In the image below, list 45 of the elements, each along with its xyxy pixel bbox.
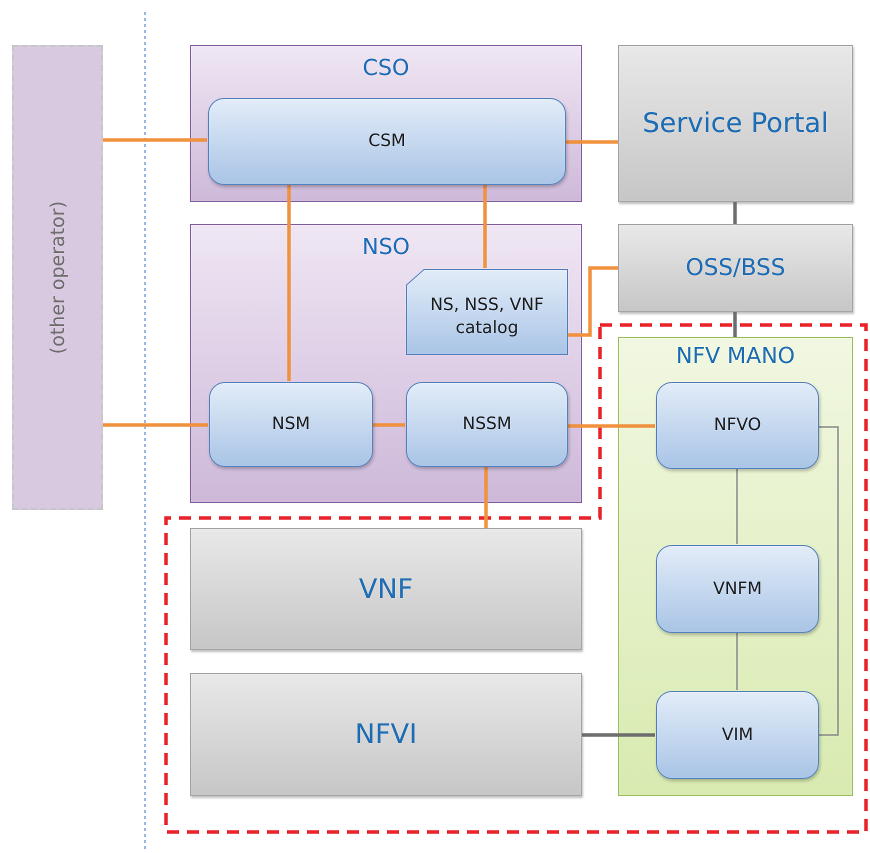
module-box	[406, 382, 568, 467]
connector-line	[287, 184, 291, 381]
connector-line	[582, 733, 655, 737]
connector-line	[565, 140, 618, 144]
connector-line	[736, 632, 738, 690]
module-label: CSM	[368, 130, 406, 153]
module-box	[656, 691, 819, 779]
module-box	[656, 545, 819, 633]
connector-line	[733, 312, 737, 337]
connector-line	[483, 184, 487, 268]
module-label: NFVO	[714, 414, 762, 437]
group-title: CSO	[362, 56, 410, 81]
connector-line	[372, 423, 405, 427]
system-label: NFVI	[354, 719, 418, 750]
system-box	[190, 528, 582, 650]
module-label: NSM	[272, 413, 310, 436]
connector-line	[567, 266, 618, 337]
module-label: NSSM	[462, 413, 512, 436]
module-label: VIM	[722, 724, 754, 746]
side-label: (other operator)	[46, 200, 68, 354]
connector-line	[103, 423, 208, 427]
catalog-box	[406, 269, 568, 355]
system-label: OSS/BSS	[686, 255, 786, 281]
module-label: VNFM	[713, 578, 762, 600]
system-box	[618, 224, 853, 312]
connector-line	[567, 424, 655, 428]
group-container	[190, 45, 582, 202]
connector-line	[484, 466, 488, 528]
system-box	[618, 45, 853, 202]
group-container	[190, 224, 582, 503]
group-title: NFV MANO	[676, 344, 795, 369]
module-box	[656, 382, 819, 469]
connector-line	[818, 426, 839, 736]
system-label: Service Portal	[642, 108, 828, 139]
connector-line	[733, 202, 737, 224]
system-label: VNF	[358, 574, 414, 604]
connector-line	[103, 138, 207, 142]
module-box	[208, 98, 566, 185]
connector-line	[736, 468, 738, 544]
mano-container	[618, 337, 853, 796]
system-box	[190, 673, 582, 796]
operator-box	[12, 45, 103, 510]
catalog-label: NS, NSS, VNF catalog	[429, 294, 545, 340]
module-box	[209, 382, 373, 467]
group-title: NSO	[362, 235, 410, 260]
